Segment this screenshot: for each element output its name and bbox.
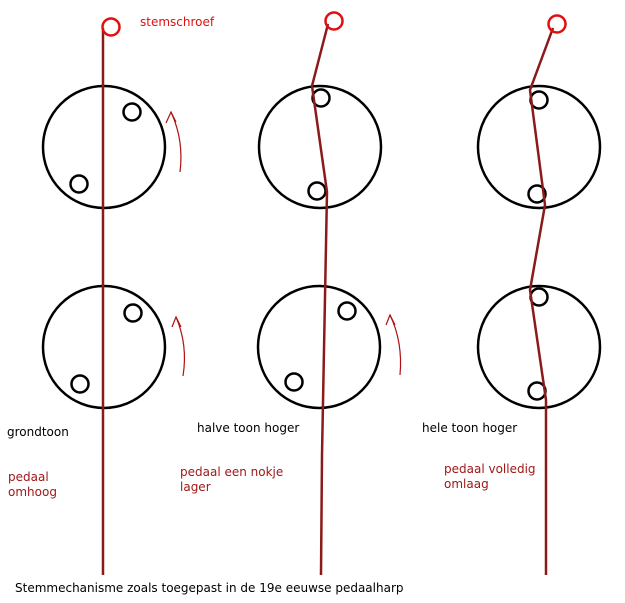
lower-disc-pin [70,374,90,394]
upper-disc [257,84,383,210]
pedal-label-halve-toon-hoger: pedaal een nokje lager [180,465,284,494]
upper-disc-pin [527,184,547,204]
harp-string [310,23,330,576]
upper-disc-pin [122,102,142,122]
tuning-screw [324,11,344,31]
lower-disc-pin [284,372,304,392]
state-label-halve-toon-hoger: halve toon hoger [197,421,300,435]
pedal-label-hele-toon-hoger: pedaal volledig omlaag [444,462,536,491]
rotation-arrow [389,314,402,376]
panel-hele-toon-hoger [476,14,602,575]
lower-disc-pin [337,301,357,321]
rotation-arrow-head [171,315,182,328]
upper-disc-pin [307,181,327,201]
upper-disc [476,84,602,210]
tuning-screw-label: stemschroef [140,15,215,29]
panel-grondtoon [41,17,186,575]
lower-disc [256,284,382,410]
harp-string [528,27,555,575]
lower-disc-pin [123,303,143,323]
caption: Stemmechanisme zoals toegepast in de 19e… [15,581,404,595]
lower-disc [476,284,602,410]
upper-disc-pin [69,174,89,194]
panel-halve-toon-hoger [256,11,402,576]
state-label-hele-toon-hoger: hele toon hoger [422,421,518,435]
pedal-label-grondtoon: pedaal omhoog [8,470,57,499]
rotation-arrow-head [385,313,396,326]
rotation-arrow-head [165,110,177,124]
tuning-screw [101,17,121,37]
tuning-screw [547,14,567,34]
state-label-grondtoon: grondtoon [7,425,69,439]
